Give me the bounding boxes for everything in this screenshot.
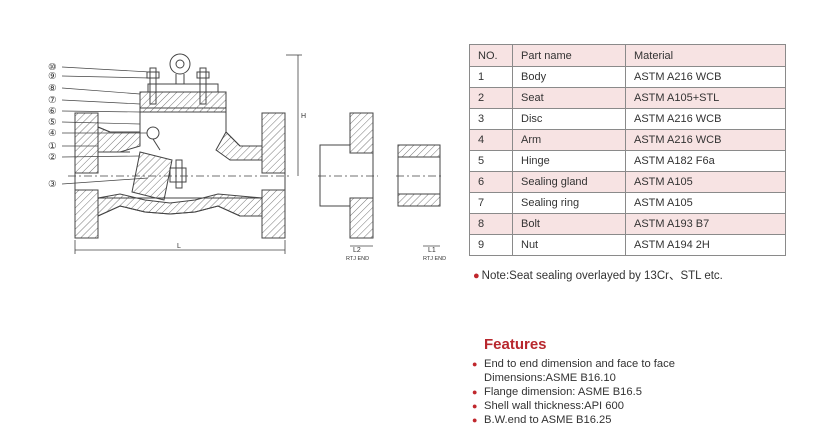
cell-no: 1 [469, 66, 513, 88]
valve-body-outline [74, 107, 286, 239]
part-marker-2: ② [48, 152, 57, 163]
part-marker-6: ⑥ [48, 106, 57, 117]
cell-part: Body [512, 66, 626, 88]
note-text: Note:Seat sealing overlayed by 13Cr、STL … [481, 270, 723, 282]
cell-no: 3 [469, 108, 513, 130]
cell-part: Nut [512, 234, 626, 256]
dimension-l1-label: L1 [428, 247, 436, 254]
dimension-l-label: L [177, 243, 181, 250]
feature-item: Shell wall thickness:API 600 [472, 399, 675, 413]
feature-item: Dimensions:ASME B16.10 [484, 372, 616, 384]
feature-item: End to end dimension and face to face [472, 357, 675, 371]
part-marker-8: ⑧ [48, 83, 57, 94]
cell-part: Hinge [512, 150, 626, 172]
cell-material: ASTM A105 [625, 192, 786, 214]
cell-part: Seat [512, 87, 626, 109]
cell-no: 2 [469, 87, 513, 109]
table-header-row: NO. Part name Material [469, 44, 786, 67]
cell-no: 8 [469, 213, 513, 235]
part-marker-1: ① [48, 141, 57, 152]
cell-material: ASTM A216 WCB [625, 66, 786, 88]
cell-no: 5 [469, 150, 513, 172]
cell-material: ASTM A182 F6a [625, 150, 786, 172]
header-part-name: Part name [512, 44, 626, 67]
cell-part: Bolt [512, 213, 626, 235]
header-no: NO. [469, 44, 513, 67]
part-marker-10: ⑩ [48, 62, 57, 73]
features-list: End to end dimension and face to face Di… [472, 357, 675, 427]
features-title: Features [484, 336, 547, 353]
part-marker-3: ③ [48, 179, 57, 190]
cell-no: 7 [469, 192, 513, 214]
header-material: Material [625, 44, 786, 67]
dimension-l2-label: L2 [353, 247, 361, 254]
feature-item: B.W.end to ASME B16.25 [472, 413, 675, 427]
valve-cross-section-drawing: ⑩ ⑨ ⑧ ⑦ ⑥ ⑤ ④ ① ② ③ H L L2 L1 RTJ END RT… [48, 53, 446, 262]
seat-sealing-note: ●Note:Seat sealing overlayed by 13Cr、STL… [473, 267, 723, 283]
cell-part: Sealing gland [512, 171, 626, 193]
cell-no: 9 [469, 234, 513, 256]
cell-part: Disc [512, 108, 626, 130]
cell-material: ASTM A105 [625, 171, 786, 193]
part-marker-7: ⑦ [48, 95, 57, 106]
cell-material: ASTM A216 WCB [625, 129, 786, 151]
cell-material: ASTM A193 B7 [625, 213, 786, 235]
bullet-icon: ● [473, 270, 480, 282]
cell-material: ASTM A105+STL [625, 87, 786, 109]
part-marker-4: ④ [48, 128, 57, 139]
rtj-end-left-label: RTJ END [346, 256, 369, 262]
cell-material: ASTM A194 2H [625, 234, 786, 256]
cell-material: ASTM A216 WCB [625, 108, 786, 130]
cell-part: Arm [512, 129, 626, 151]
feature-item: Flange dimension: ASME B16.5 [472, 385, 675, 399]
cell-part: Sealing ring [512, 192, 626, 214]
part-marker-5: ⑤ [48, 117, 57, 128]
part-marker-9: ⑨ [48, 71, 57, 82]
cell-no: 6 [469, 171, 513, 193]
cell-no: 4 [469, 129, 513, 151]
rtj-end-right-label: RTJ END [423, 256, 446, 262]
dimension-h-label: H [301, 113, 306, 120]
